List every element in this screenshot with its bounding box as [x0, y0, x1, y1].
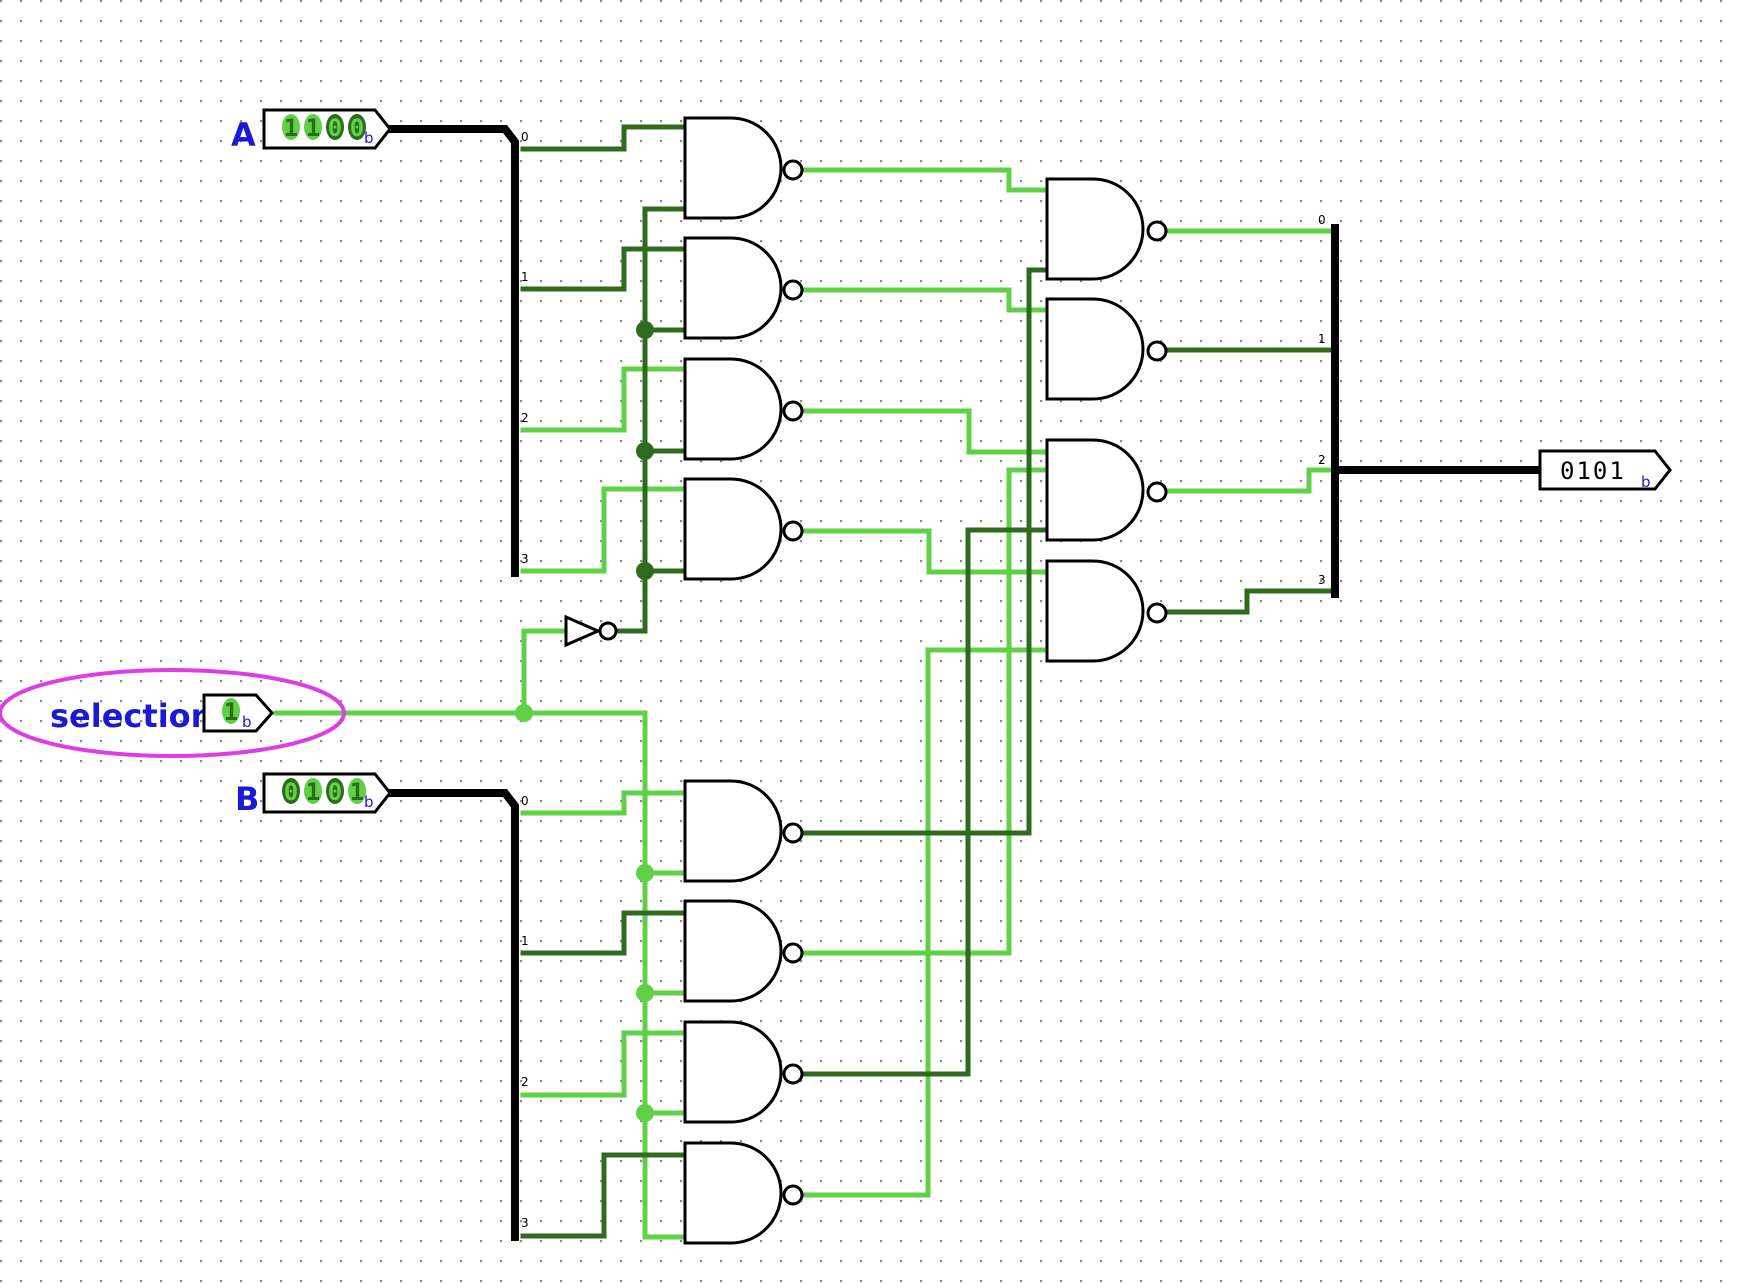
wire-b2 — [520, 1030, 688, 1098]
wire-a0 — [520, 124, 688, 152]
bit-a-1 — [326, 114, 344, 140]
gates-stage-a[interactable] — [683, 116, 804, 581]
bit-a-0 — [348, 114, 366, 140]
bit-b-2-text: 1 — [306, 778, 320, 806]
wire-ga3-out — [800, 528, 1050, 575]
nand-gate-icon — [1045, 559, 1168, 663]
split-out-index-2: 2 — [1318, 453, 1326, 467]
wire-gb0-out — [800, 267, 1050, 836]
wire-ga2-out — [800, 408, 1050, 455]
bit-sel-0 — [222, 698, 240, 724]
bit-a-0-text: 0 — [350, 114, 364, 142]
split-b-index-2: 2 — [521, 1075, 529, 1089]
input-a-label: A — [231, 116, 256, 154]
split-a-index-3: 3 — [521, 552, 529, 566]
wire-gb2-out — [800, 527, 1050, 1077]
bit-b-0 — [348, 778, 366, 804]
wire-gc3-out — [1164, 588, 1338, 615]
gates-stage-b[interactable] — [683, 779, 804, 1245]
wire-b0 — [520, 790, 688, 816]
bit-a-2 — [304, 114, 322, 140]
bit-a-3 — [282, 114, 300, 140]
nand-gate-icon — [683, 116, 804, 220]
junctions — [515, 321, 654, 1122]
nand-gate-icon — [1045, 438, 1168, 542]
split-a-index-1: 1 — [521, 270, 529, 284]
nand-gate-icon — [1045, 177, 1168, 281]
bit-a-3-text: 1 — [284, 114, 298, 142]
split-b-index-0: 0 — [521, 794, 529, 808]
output-value: 0101 — [1560, 457, 1626, 485]
output-suffix: b — [1641, 473, 1651, 491]
junction-dot — [636, 442, 654, 460]
input-b-suffix: b — [364, 793, 374, 811]
wires — [273, 124, 1544, 1241]
nand-gate-icon — [1045, 297, 1168, 401]
splitter-out-labels: 0 1 2 3 — [1318, 213, 1326, 587]
split-b-index-3: 3 — [521, 1216, 529, 1230]
split-out-index-1: 1 — [1318, 332, 1326, 346]
junction-dot — [636, 321, 654, 339]
input-b-label: B — [235, 780, 259, 818]
wire-a2 — [520, 366, 688, 433]
wire-sel-to-not — [521, 628, 569, 716]
selection-label: selection — [50, 697, 213, 735]
input-pin-a[interactable]: A 1 1 0 0 b — [231, 108, 392, 154]
wire-a1 — [520, 246, 688, 292]
junction-dot — [515, 704, 533, 722]
junction-dot — [636, 864, 654, 882]
split-b-index-1: 1 — [521, 934, 529, 948]
junction-dot — [636, 562, 654, 580]
wire-b1 — [520, 910, 688, 956]
split-out-index-0: 0 — [1318, 213, 1326, 227]
splitter-a-labels: 0 1 2 3 — [521, 130, 529, 566]
nand-gate-icon — [683, 779, 804, 883]
nand-gate-icon — [683, 899, 804, 1003]
nand-gate-icon — [683, 477, 804, 581]
bit-b-3 — [282, 778, 300, 804]
wire-gb3-out — [800, 647, 1050, 1198]
bus-b — [386, 789, 519, 1241]
junction-dot — [636, 984, 654, 1002]
split-a-index-2: 2 — [521, 411, 529, 425]
wire-gc2-out — [1164, 467, 1338, 494]
input-pin-selection[interactable]: selection 1 b — [0, 668, 346, 758]
bit-b-1 — [326, 778, 344, 804]
output-pin[interactable]: 0101 b — [1538, 449, 1672, 491]
wire-ga0-out — [800, 167, 1050, 193]
bit-b-2 — [304, 778, 322, 804]
split-a-index-0: 0 — [521, 130, 529, 144]
highlight-ellipse — [0, 668, 346, 758]
nand-gate-icon — [683, 1020, 804, 1124]
not-gate-icon[interactable] — [564, 614, 618, 648]
input-pin-b[interactable]: B 0 1 0 1 b — [235, 772, 392, 818]
wire-not-out — [615, 206, 688, 634]
bit-b-1-text: 0 — [328, 778, 342, 806]
bus-a — [386, 125, 519, 577]
bit-b-0-text: 1 — [350, 778, 364, 806]
input-a-suffix: b — [364, 129, 374, 147]
splitter-b-labels: 0 1 2 3 — [521, 794, 529, 1230]
gates-stage-c[interactable] — [1045, 177, 1168, 663]
nand-gate-icon — [683, 1141, 804, 1245]
bit-a-2-text: 1 — [306, 114, 320, 142]
nand-gate-icon — [683, 357, 804, 461]
bit-sel-0-text: 1 — [224, 698, 238, 726]
bit-a-1-text: 0 — [328, 114, 342, 142]
bit-b-3-text: 0 — [284, 778, 298, 806]
junction-dot — [636, 1104, 654, 1122]
split-out-index-3: 3 — [1318, 573, 1326, 587]
nand-gate-icon — [683, 236, 804, 340]
selection-suffix: b — [242, 713, 252, 731]
wire-b3 — [520, 1152, 688, 1239]
wire-selection — [273, 710, 688, 1240]
